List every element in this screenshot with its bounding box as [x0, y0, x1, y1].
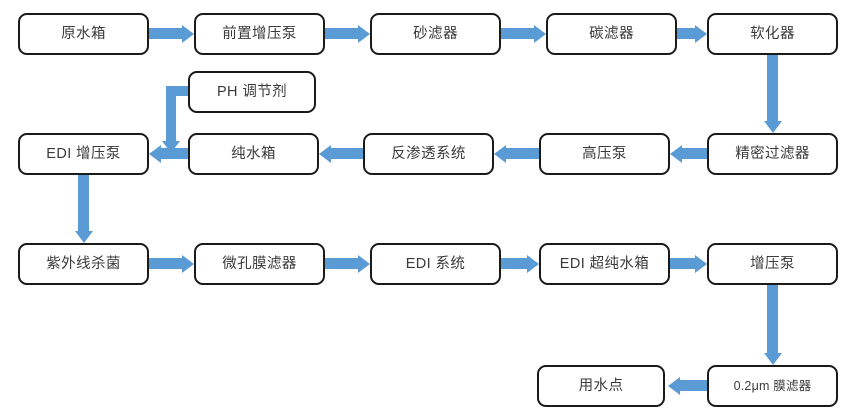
arrowhead-ro-system-to-pure-water-tank [319, 144, 331, 163]
arrowhead-precision-filter-to-high-pressure-pump [670, 144, 682, 163]
node-edi-booster-pump[interactable]: EDI 增压泵 [18, 133, 149, 175]
arrowhead-raw-water-tank-to-pre-booster-pump [182, 24, 194, 43]
arrow-precision-filter-to-high-pressure-pump [682, 148, 707, 159]
arrow-edi-ultrapure-tank-to-booster-pump [670, 258, 695, 269]
node-label: 软化器 [750, 25, 795, 42]
arrowhead-high-pressure-pump-to-ro-system [494, 144, 506, 163]
arrow-raw-water-tank-to-pre-booster-pump [149, 28, 182, 39]
node-micropore-filter[interactable]: 微孔膜滤器 [194, 243, 325, 285]
arrow-ph-adjuster-to-pure-water-tank-vertical [166, 86, 176, 141]
node-label: 微孔膜滤器 [222, 255, 297, 272]
arrow-uv-sterilizer-to-micropore-filter [149, 258, 182, 269]
arrowhead-ph-adjuster-to-pure-water-tank [162, 141, 180, 153]
arrow-micropore-filter-to-edi-system [325, 258, 358, 269]
arrowhead-uv-sterilizer-to-micropore-filter [182, 254, 194, 273]
node-label: 紫外线杀菌 [46, 255, 121, 272]
arrowhead-micropore-filter-to-edi-system [358, 254, 370, 273]
node-precision-filter[interactable]: 精密过滤器 [707, 133, 838, 175]
node-softener[interactable]: 软化器 [707, 13, 838, 55]
arrowhead-carbon-filter-to-softener [695, 24, 707, 43]
arrowhead-edi-ultrapure-tank-to-booster-pump [695, 254, 707, 273]
node-label: EDI 系统 [405, 255, 466, 272]
arrowhead-softener-to-precision-filter [763, 121, 782, 133]
node-point-of-use[interactable]: 用水点 [537, 365, 665, 407]
node-label: 原水箱 [61, 25, 106, 42]
node-label: EDI 增压泵 [46, 145, 121, 162]
arrowhead-edi-booster-pump-to-uv-sterilizer [74, 231, 93, 243]
arrowhead-membrane-filter-02um-to-point-of-use [668, 376, 680, 395]
node-sand-filter[interactable]: 砂滤器 [370, 13, 501, 55]
node-membrane-filter-02um[interactable]: 0.2μm 膜滤器 [707, 365, 838, 407]
node-edi-system[interactable]: EDI 系统 [370, 243, 501, 285]
node-uv-sterilizer[interactable]: 紫外线杀菌 [18, 243, 149, 285]
node-carbon-filter[interactable]: 碳滤器 [546, 13, 677, 55]
node-label: 反渗透系统 [391, 145, 466, 162]
arrowhead-sand-filter-to-carbon-filter [534, 24, 546, 43]
node-raw-water-tank[interactable]: 原水箱 [18, 13, 149, 55]
arrow-ro-system-to-pure-water-tank [331, 148, 363, 159]
arrow-edi-booster-pump-to-uv-sterilizer [78, 175, 89, 231]
arrowhead-pure-water-tank-to-edi-booster-pump [149, 144, 161, 163]
node-label: 碳滤器 [589, 25, 634, 42]
node-high-pressure-pump[interactable]: 高压泵 [539, 133, 670, 175]
arrowhead-pre-booster-pump-to-sand-filter [358, 24, 370, 43]
node-label: 精密过滤器 [735, 145, 810, 162]
node-label: 砂滤器 [413, 25, 458, 42]
node-ro-system[interactable]: 反渗透系统 [363, 133, 494, 175]
node-label: PH 调节剂 [216, 83, 288, 100]
node-pure-water-tank[interactable]: 纯水箱 [188, 133, 319, 175]
node-label: 前置增压泵 [222, 25, 297, 42]
node-pre-booster-pump[interactable]: 前置增压泵 [194, 13, 325, 55]
arrow-edi-system-to-edi-ultrapure-tank [501, 258, 527, 269]
node-edi-ultrapure-tank[interactable]: EDI 超纯水箱 [539, 243, 670, 285]
node-label: 增压泵 [750, 255, 795, 272]
arrow-pre-booster-pump-to-sand-filter [325, 28, 358, 39]
node-label: 0.2μm 膜滤器 [733, 378, 812, 393]
node-ph-adjuster[interactable]: PH 调节剂 [188, 71, 316, 113]
node-booster-pump[interactable]: 增压泵 [707, 243, 838, 285]
arrow-booster-pump-to-membrane-filter-02um [767, 285, 778, 353]
arrowhead-edi-system-to-edi-ultrapure-tank [527, 254, 539, 273]
arrow-carbon-filter-to-softener [677, 28, 695, 39]
arrow-sand-filter-to-carbon-filter [501, 28, 534, 39]
arrowhead-booster-pump-to-membrane-filter-02um [763, 353, 782, 365]
arrow-softener-to-precision-filter [767, 55, 778, 121]
arrow-pure-water-tank-to-edi-booster-pump [161, 148, 188, 159]
arrow-membrane-filter-02um-to-point-of-use [680, 380, 707, 391]
node-label: EDI 超纯水箱 [559, 255, 650, 272]
arrow-ph-adjuster-to-pure-water-tank-horizontal [166, 86, 194, 96]
node-label: 用水点 [578, 377, 624, 394]
node-label: 纯水箱 [231, 145, 276, 162]
node-label: 高压泵 [582, 145, 627, 162]
arrow-high-pressure-pump-to-ro-system [506, 148, 539, 159]
